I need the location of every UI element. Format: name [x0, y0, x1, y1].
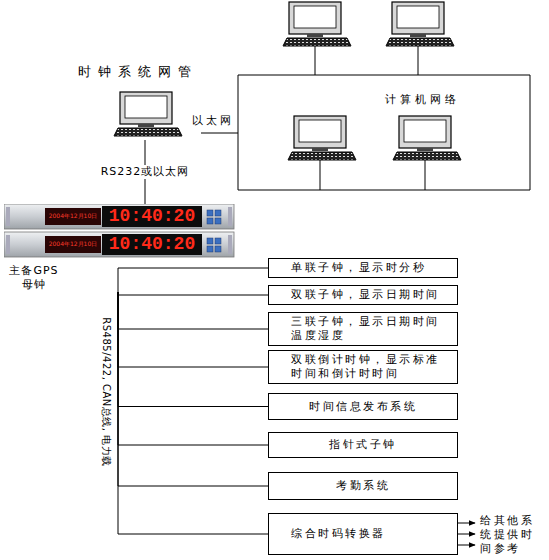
- box-text: 指针式子钟: [329, 438, 397, 452]
- rack-ear: [228, 207, 232, 226]
- keyboard: [386, 38, 454, 46]
- box-text: 考勤系统: [336, 479, 390, 493]
- bus-connector: [118, 292, 268, 329]
- screen: [404, 120, 446, 142]
- network-label: 计算机网络: [383, 93, 462, 107]
- computer-network: [201, 2, 530, 190]
- keyboard: [288, 152, 356, 160]
- device-box: 指针式子钟: [268, 432, 458, 458]
- gps-master-clock: 2004年12月10日10:40:202004年12月10日10:40:20主备…: [4, 204, 236, 292]
- rack-panel: [4, 232, 234, 257]
- stand: [410, 34, 426, 37]
- time-display: [102, 206, 202, 227]
- box-text: 双联子钟，显示日期时间: [291, 288, 440, 302]
- screen: [294, 6, 336, 28]
- computer-icon: [386, 2, 454, 46]
- bus-connector: [118, 292, 268, 295]
- box-text: 时间信息发布系统: [309, 400, 417, 414]
- rack-button: [207, 246, 213, 252]
- rack-button: [215, 218, 221, 224]
- network-label: 以太网: [190, 114, 236, 128]
- led-date: 2004年12月10日: [47, 211, 99, 220]
- monitor: [289, 2, 341, 34]
- rack-panel: [4, 204, 234, 229]
- network-cable: [418, 46, 419, 75]
- network-cable: [425, 160, 426, 190]
- rack-button: [215, 210, 221, 216]
- keyboard: [114, 128, 182, 136]
- keyboard: [393, 152, 461, 160]
- bus-label: RS485/422, CAN总线, 电力载: [99, 317, 113, 466]
- device-box: 考勤系统: [268, 472, 458, 500]
- monitor: [120, 92, 172, 124]
- box-text: 综合时码转换器: [291, 527, 386, 541]
- stand: [312, 148, 328, 151]
- rack-button: [215, 246, 221, 252]
- connector-label: RS232或以太网: [99, 165, 192, 179]
- screen: [125, 96, 167, 118]
- management-station: 时钟系统网管: [68, 64, 208, 140]
- network-cable: [201, 133, 238, 134]
- network-cable: [320, 160, 321, 190]
- box-text: 单联子钟，显示时分秒: [291, 261, 426, 275]
- computer-icon: [288, 116, 356, 160]
- rack-unit: [4, 204, 234, 229]
- network-cable: [315, 46, 316, 75]
- led-time: 10:40:20: [102, 234, 202, 255]
- keyboard: [283, 38, 351, 46]
- time-display: [102, 234, 202, 255]
- screen: [299, 120, 341, 142]
- network-cable: [238, 190, 530, 191]
- clock-caption: 主备GPS 母钟: [4, 264, 64, 292]
- output-arrow: [458, 523, 475, 524]
- device-box: 双联子钟，显示日期时间: [268, 285, 458, 305]
- box-text: 双联倒计时钟，显示标准 时间和倒计时时间: [291, 353, 449, 381]
- date-display: [45, 208, 101, 225]
- monitor: [399, 116, 451, 148]
- rack-button: [207, 218, 213, 224]
- box-text: 三联子钟，显示日期时间 温度湿度: [291, 315, 449, 343]
- stand: [417, 148, 433, 151]
- network-cable: [530, 75, 531, 190]
- network-cable: [238, 75, 530, 76]
- computer-icon: [283, 2, 351, 46]
- station-heading: 时钟系统网管: [68, 64, 208, 80]
- monitor: [392, 2, 444, 34]
- output-arrow: [458, 545, 475, 546]
- rack-button: [215, 238, 221, 244]
- rack-button: [207, 238, 213, 244]
- monitor: [294, 116, 346, 148]
- screen: [397, 6, 439, 28]
- rack-button: [207, 210, 213, 216]
- output-arrows: [458, 523, 475, 545]
- computer-icon: [114, 92, 182, 136]
- device-box: 双联倒计时钟，显示标准 时间和倒计时时间: [268, 350, 458, 384]
- date-display: [45, 236, 101, 253]
- output-arrow: [458, 534, 475, 535]
- bus-connector: [118, 292, 268, 486]
- device-box: 单联子钟，显示时分秒: [268, 258, 458, 278]
- device-box: 时间信息发布系统: [268, 393, 458, 420]
- computer-icon-frame: [68, 90, 208, 140]
- bus-connector: [118, 292, 268, 407]
- led-date: 2004年12月10日: [47, 239, 99, 248]
- bus-connector: [118, 268, 268, 292]
- computer-icon: [393, 116, 461, 160]
- led-time: 10:40:20: [102, 206, 202, 227]
- stand: [138, 124, 154, 127]
- bus-connector: [118, 292, 268, 445]
- rack-ear: [228, 235, 232, 254]
- device-box: 三联子钟，显示日期时间 温度湿度: [268, 312, 458, 346]
- stand: [307, 34, 323, 37]
- bus-connector: [118, 292, 268, 367]
- output-note: 给其他系统提供时间参考: [480, 514, 540, 556]
- rack-ear: [6, 235, 10, 254]
- device-box: 综合时码转换器: [268, 513, 458, 555]
- bus-connector: [118, 292, 268, 534]
- rack-unit: [4, 232, 234, 257]
- rack-ear: [6, 207, 10, 226]
